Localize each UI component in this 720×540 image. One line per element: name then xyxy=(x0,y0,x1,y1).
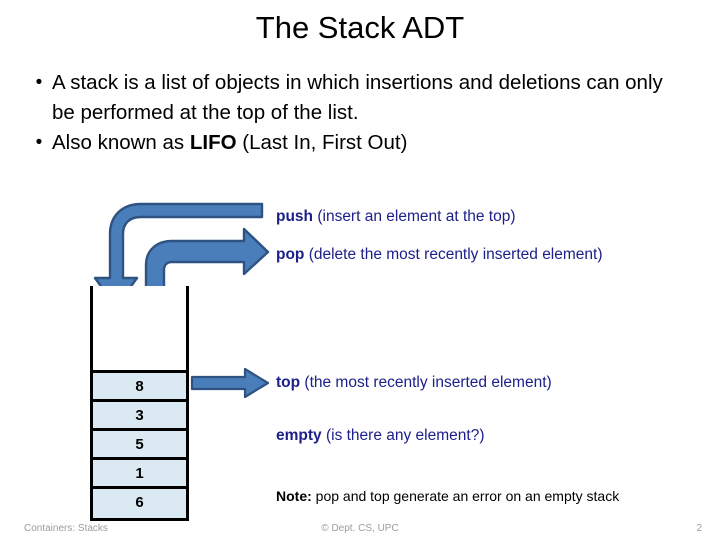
page-number: 2 xyxy=(696,523,702,534)
footer-copyright: © Dept. CS, UPC xyxy=(321,523,399,534)
stack-cell: 1 xyxy=(93,460,186,489)
bullet-list: • A stack is a list of objects in which … xyxy=(26,68,694,158)
operation-label-push: push (insert an element at the top) xyxy=(276,207,516,227)
list-item-text: A stack is a list of objects in which in… xyxy=(52,68,682,128)
top-arrow xyxy=(190,367,270,399)
operation-label-empty: empty (is there any element?) xyxy=(276,426,484,446)
operation-keyword-push: push xyxy=(276,208,314,225)
list-item-text-emphasis: LIFO xyxy=(189,131,237,154)
stack-empty-region xyxy=(90,286,189,370)
stack-cell: 5 xyxy=(93,431,186,460)
footer: Containers: Stacks © Dept. CS, UPC 2 xyxy=(0,516,720,540)
list-item: • A stack is a list of objects in which … xyxy=(26,68,694,128)
footer-left-text: Containers: Stacks xyxy=(24,523,108,534)
bullet-dot-icon: • xyxy=(35,132,43,153)
operation-label-top: top (the most recently inserted element) xyxy=(276,373,552,393)
operation-description-top: (the most recently inserted element) xyxy=(300,374,552,391)
operation-description-empty: (is there any element?) xyxy=(321,427,485,444)
stack-cell-list: 8 3 5 1 6 xyxy=(90,370,189,521)
operation-description-pop: (delete the most recently inserted eleme… xyxy=(304,246,603,263)
list-item: • Also known as LIFO (Last In, First Out… xyxy=(26,128,694,158)
operation-keyword-pop: pop xyxy=(276,246,305,263)
list-item-text-prefix: Also known as xyxy=(52,131,190,154)
stack-cell: 8 xyxy=(93,373,186,402)
page-title: The Stack ADT xyxy=(255,10,465,45)
operation-keyword-empty: empty xyxy=(276,427,322,444)
note-body: pop and top generate an error on an empt… xyxy=(311,488,620,504)
stack-cell: 6 xyxy=(93,489,186,518)
operation-label-pop: pop (delete the most recently inserted e… xyxy=(276,245,603,265)
stack-container: 8 3 5 1 6 xyxy=(90,286,189,521)
list-item-text: Also known as LIFO (Last In, First Out) xyxy=(52,128,682,158)
note-text: Note: pop and top generate an error on a… xyxy=(276,487,619,505)
list-item-text-suffix: (Last In, First Out) xyxy=(236,131,408,154)
note-keyword: Note: xyxy=(276,488,312,504)
bullet-dot-icon: • xyxy=(35,72,43,93)
stack-cell: 3 xyxy=(93,402,186,431)
list-item-text-main: A stack is a list of objects in which in… xyxy=(52,71,663,124)
operation-keyword-top: top xyxy=(276,374,301,391)
operation-description-push: (insert an element at the top) xyxy=(313,208,516,225)
